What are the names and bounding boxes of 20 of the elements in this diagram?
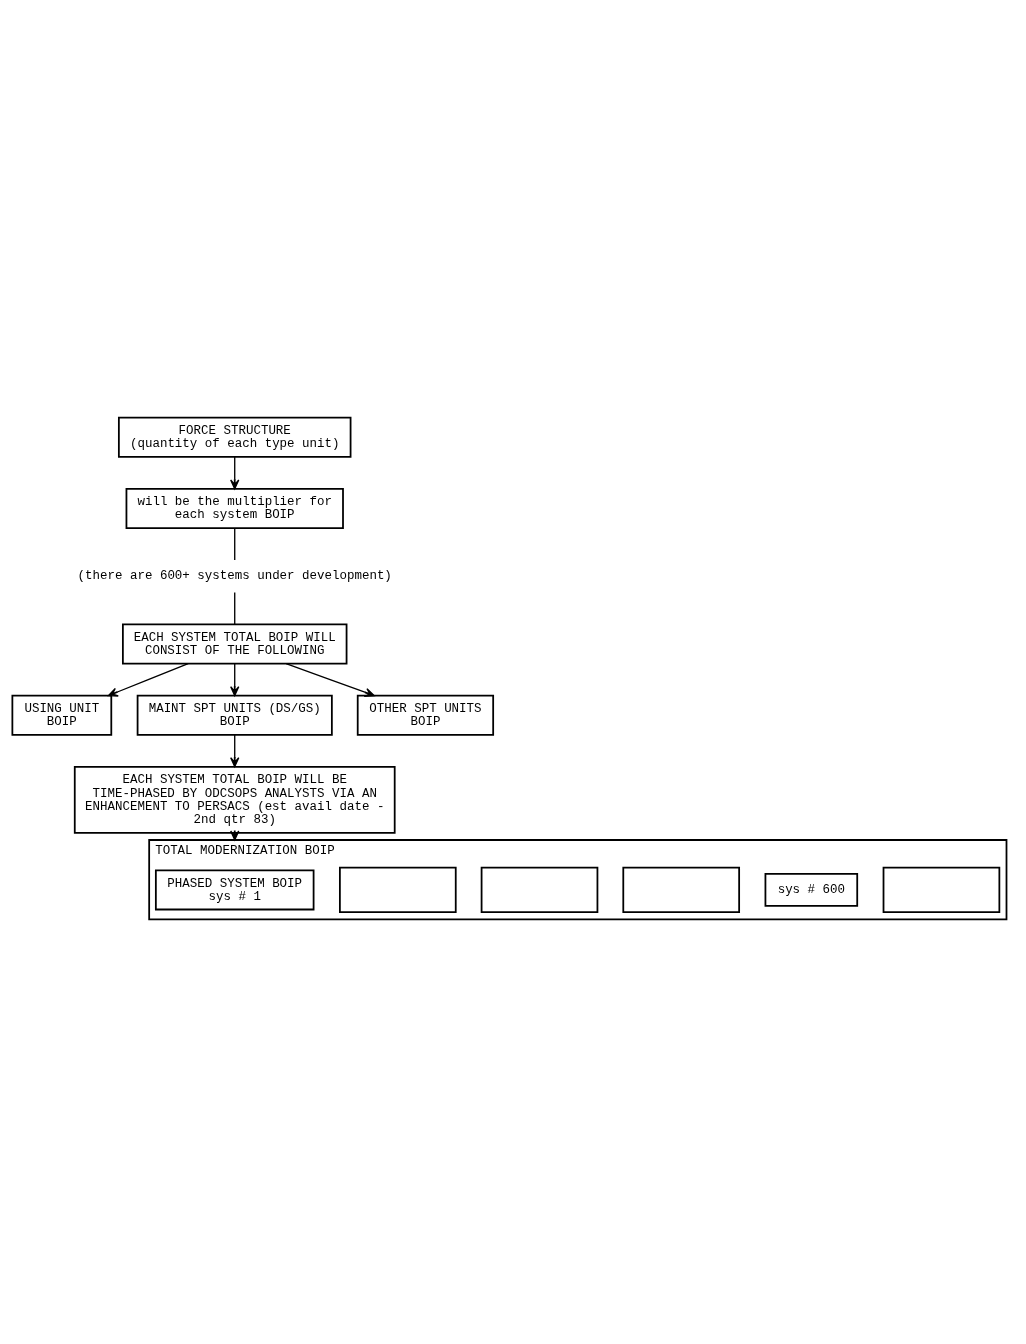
node-box: USING UNIT BOIP bbox=[11, 694, 113, 736]
node-box: PHASED SYSTEM BOIP sys # 1 bbox=[154, 869, 315, 911]
arrow bbox=[230, 663, 240, 697]
node-text: (there are 600+ systems under development) bbox=[77, 569, 392, 584]
connector bbox=[234, 527, 236, 561]
arrow bbox=[230, 456, 240, 490]
node-box: MAINT SPT UNITS (DS/GS) BOIP bbox=[136, 694, 333, 736]
arrow bbox=[285, 662, 375, 697]
node-box bbox=[480, 866, 599, 914]
node-box: FORCE STRUCTURE (quantity of each type unit) bbox=[118, 416, 352, 458]
node-box bbox=[882, 866, 1001, 914]
node-box: OTHER SPT UNITS BOIP bbox=[356, 694, 495, 736]
arrow bbox=[107, 662, 189, 697]
arrow bbox=[230, 734, 240, 768]
node-box: will be the multiplier for each system BOIP bbox=[125, 487, 344, 529]
node-box bbox=[622, 866, 741, 914]
node-box: sys # 600 bbox=[764, 872, 859, 907]
node-box bbox=[339, 866, 457, 914]
connector bbox=[234, 591, 236, 625]
node-box: EACH SYSTEM TOTAL BOIP WILL CONSIST OF THE FOLLOWING bbox=[122, 623, 348, 665]
